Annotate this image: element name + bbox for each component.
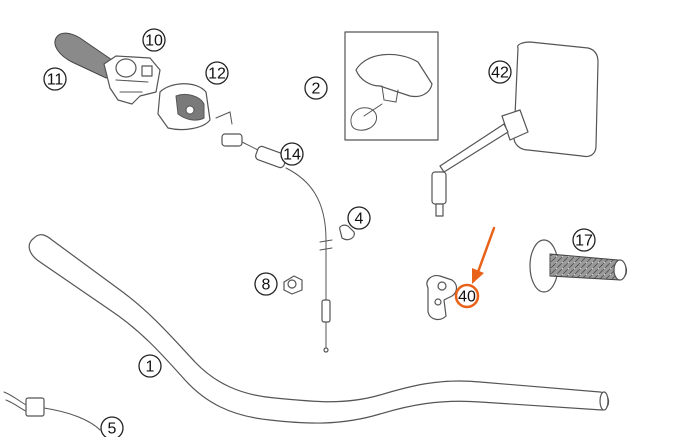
callout-12[interactable]: 12 bbox=[205, 61, 229, 85]
callout-label: 2 bbox=[312, 81, 321, 98]
callout-40[interactable]: 40 bbox=[454, 283, 480, 309]
callout-label: 1 bbox=[146, 359, 155, 376]
callout-42[interactable]: 42 bbox=[488, 60, 512, 84]
callout-2[interactable]: 2 bbox=[304, 76, 328, 100]
callout-label: 12 bbox=[208, 66, 226, 83]
throttle-cable-part[interactable] bbox=[215, 111, 333, 353]
switch-wiring-part[interactable] bbox=[3, 391, 101, 431]
callout-label: 17 bbox=[575, 233, 593, 250]
mirror-part[interactable] bbox=[431, 41, 599, 217]
throttle-cover-part[interactable] bbox=[157, 83, 211, 131]
callout-label: 4 bbox=[355, 211, 364, 228]
highlight-arrow bbox=[472, 226, 496, 284]
callout-1[interactable]: 1 bbox=[138, 354, 162, 378]
callout-label: 8 bbox=[262, 277, 271, 294]
callout-label: 14 bbox=[283, 147, 301, 164]
callout-8[interactable]: 8 bbox=[254, 272, 278, 296]
callout-label: 11 bbox=[47, 72, 64, 89]
callout-label: 5 bbox=[108, 421, 117, 437]
cover-kit-part[interactable] bbox=[344, 31, 439, 141]
callout-11[interactable]: 11 bbox=[43, 67, 67, 91]
cable-nipple-part[interactable] bbox=[339, 224, 355, 241]
callout-10[interactable]: 10 bbox=[142, 28, 166, 52]
callout-label: 40 bbox=[458, 289, 476, 306]
mirror-clamp-part[interactable] bbox=[426, 275, 458, 321]
callout-5[interactable]: 5 bbox=[100, 416, 124, 437]
throttle-housing-part[interactable] bbox=[103, 55, 161, 105]
left-grip-part[interactable] bbox=[529, 239, 627, 293]
callout-label: 10 bbox=[145, 33, 163, 50]
callout-14[interactable]: 14 bbox=[280, 142, 304, 166]
callout-label: 42 bbox=[491, 65, 509, 82]
callout-4[interactable]: 4 bbox=[347, 206, 371, 230]
callout-17[interactable]: 17 bbox=[572, 228, 596, 252]
handlebar-part[interactable] bbox=[28, 234, 610, 424]
cable-adjuster-part[interactable] bbox=[283, 275, 303, 295]
